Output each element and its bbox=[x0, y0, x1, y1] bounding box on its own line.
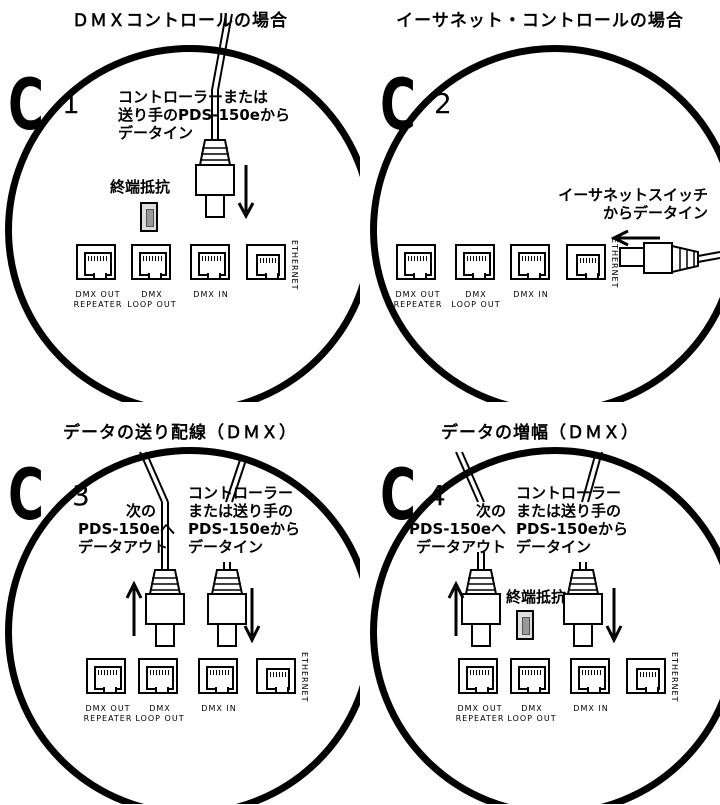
dmx-out-repeater-port bbox=[396, 244, 436, 280]
step-number: 1 bbox=[62, 87, 80, 120]
step-number: 3 bbox=[72, 479, 90, 512]
dmx-in-label: DMX IN bbox=[573, 704, 609, 713]
panel-dmx-amplification: データの増幅（ＤＭＸ） C 4 次の PDS-150eへ データアウト コントロ… bbox=[360, 402, 720, 804]
dmx-in-port bbox=[510, 244, 550, 280]
ethernet-label: ETHERNET bbox=[610, 238, 619, 289]
cable-drawing bbox=[125, 451, 261, 647]
ethernet-port bbox=[626, 658, 666, 694]
panel-heading: イーサネット・コントロールの場合 bbox=[396, 11, 684, 31]
ethernet-port bbox=[246, 244, 286, 280]
cable-drawing bbox=[447, 451, 623, 647]
dmx-loop-out-port bbox=[138, 658, 178, 694]
dmx-loop-out-port bbox=[510, 658, 550, 694]
data-in-label: コントローラーまたは 送り手のPDS-150eから データイン bbox=[118, 88, 290, 142]
data-in-label: コントローラー または送り手の PDS-150eから データイン bbox=[188, 484, 300, 556]
panel-heading: ＤＭＸコントロールの場合 bbox=[72, 11, 288, 31]
ethernet-label: ETHERNET bbox=[290, 240, 299, 291]
panel-dmx-daisy-chain: データの送り配線（ＤＭＸ） C 3 次の PDS-150eへ データアウト コン… bbox=[0, 402, 360, 804]
cable-drawing bbox=[195, 13, 255, 220]
data-out-label: 次の PDS-150eへ データアウト bbox=[78, 502, 175, 556]
dmx-loop-out-port bbox=[455, 244, 495, 280]
terminator-label: 終端抵抗 bbox=[110, 178, 171, 196]
callout-letter: C bbox=[380, 64, 417, 146]
data-in-label: コントローラー または送り手の PDS-150eから データイン bbox=[516, 484, 628, 556]
step-number: 4 bbox=[428, 479, 446, 512]
callout-letter: C bbox=[380, 454, 417, 536]
ethernet-port bbox=[566, 244, 606, 280]
dmx-in-port bbox=[198, 658, 238, 694]
terminator-plug bbox=[516, 610, 534, 640]
detail-circle bbox=[370, 447, 720, 804]
detail-circle bbox=[370, 45, 720, 402]
ethernet-label: ETHERNET bbox=[670, 652, 679, 703]
panel-ethernet-control: イーサネット・コントロールの場合 C 2 イーサネットスイッチ からデータイン … bbox=[360, 0, 720, 402]
detail-circle bbox=[5, 45, 360, 402]
callout-letter: C bbox=[8, 64, 45, 146]
dmx-in-label: DMX IN bbox=[201, 704, 237, 713]
dmx-in-port bbox=[190, 244, 230, 280]
dmx-out-repeater-port bbox=[76, 244, 116, 280]
dmx-in-label: DMX IN bbox=[193, 290, 229, 299]
terminator-label: 終端抵抗 bbox=[506, 588, 567, 606]
dmx-loop-out-port bbox=[131, 244, 171, 280]
terminator-plug bbox=[140, 202, 158, 232]
dmx-in-label: DMX IN bbox=[513, 290, 549, 299]
ethernet-port bbox=[256, 658, 296, 694]
detail-circle bbox=[5, 447, 360, 804]
ethernet-label: ETHERNET bbox=[300, 652, 309, 703]
panel-heading: データの送り配線（ＤＭＸ） bbox=[63, 423, 297, 443]
callout-letter: C bbox=[8, 454, 45, 536]
data-in-label: イーサネットスイッチ からデータイン bbox=[558, 186, 708, 222]
dmx-out-repeater-port bbox=[86, 658, 126, 694]
data-out-label: 次の PDS-150eへ データアウト bbox=[409, 502, 506, 556]
panel-dmx-control: ＤＭＸコントロールの場合 C 1 コントローラーまたは 送り手のPDS-150e… bbox=[0, 0, 360, 402]
dmx-out-repeater-port bbox=[458, 658, 498, 694]
cable-drawing bbox=[610, 229, 720, 274]
step-number: 2 bbox=[434, 87, 452, 120]
dmx-in-port bbox=[570, 658, 610, 694]
panel-heading: データの増幅（ＤＭＸ） bbox=[441, 423, 639, 443]
